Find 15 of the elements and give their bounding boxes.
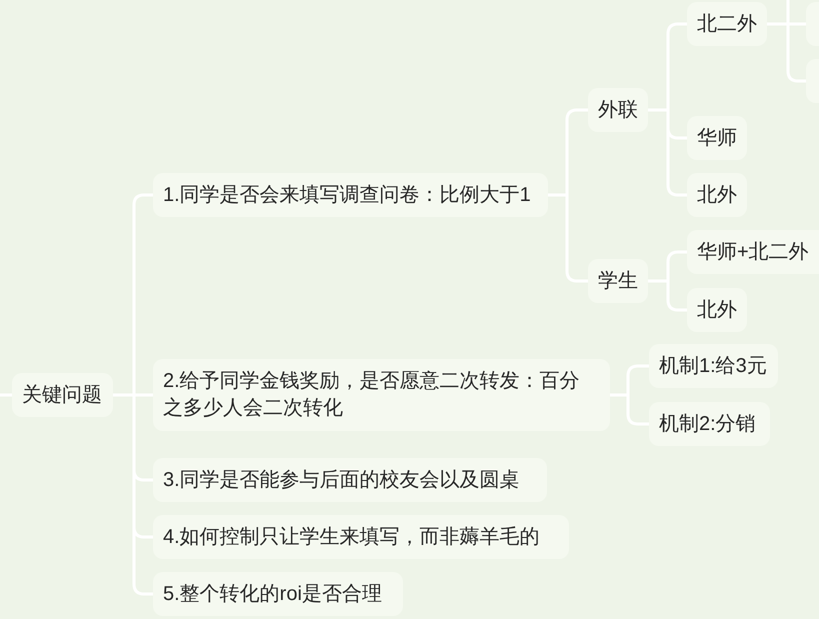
topic-box: 华师: [687, 116, 747, 160]
topic-box: 2.给予同学金钱奖励，是否愿意二次转发：百分之多少人会二次转化: [153, 359, 610, 431]
topic-box: 北二外: [687, 2, 767, 46]
topic-box: 1.同学是否会来填写调查问卷：比例大于1: [153, 173, 548, 217]
topic-box: 机制1:给3元: [649, 344, 778, 388]
topic-box: 3.同学是否能参与后面的校友会以及圆桌: [153, 458, 547, 502]
topic-box: 北外: [687, 288, 747, 332]
topic-box: 北外: [687, 173, 747, 217]
topic-box: 机制2:分销: [649, 402, 770, 446]
topic-box: 4.如何控制只让学生来填写，而非薅羊毛的: [153, 515, 569, 559]
topic-box: 学生: [588, 259, 648, 303]
central-topic-box: 关键问题: [12, 373, 113, 417]
topic-box: 华师+北二外: [687, 230, 819, 274]
topic-box: 外联: [588, 88, 648, 132]
topic-box: 5.整个转化的roi是否合理: [153, 572, 403, 616]
